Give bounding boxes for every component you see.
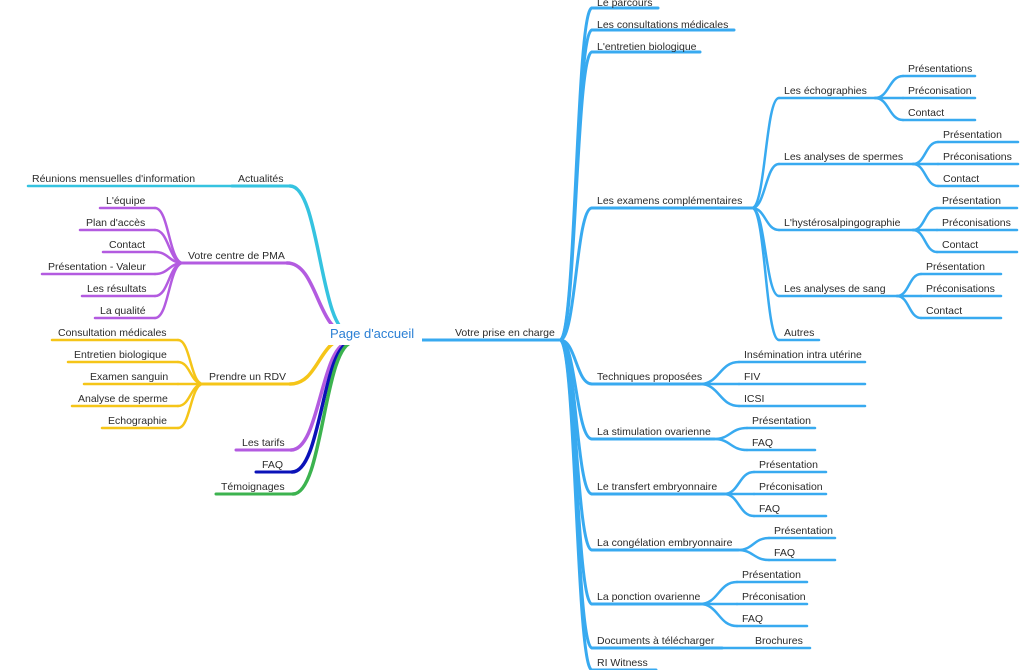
node-resultats[interactable]: Les résultats	[87, 283, 147, 295]
connector-faq	[290, 340, 354, 474]
node-reunions-mensuelles[interactable]: Réunions mensuelles d'information	[32, 173, 196, 185]
node-transfert-preconisation[interactable]: Préconisation	[759, 481, 823, 493]
node-hsg-presentation[interactable]: Présentation	[942, 195, 1001, 207]
node-echo-contact[interactable]: Contact	[908, 107, 945, 119]
connector-ponction-0	[698, 580, 739, 606]
node-entretien-biologique[interactable]: Entretien biologique	[74, 349, 167, 361]
node-spermes-preconisations[interactable]: Préconisations	[943, 151, 1012, 163]
node-consultations-medicales[interactable]: Les consultations médicales	[597, 19, 729, 31]
node-stim-presentation[interactable]: Présentation	[752, 415, 811, 427]
connector-examens	[558, 206, 594, 342]
node-faq[interactable]: FAQ	[262, 459, 284, 471]
connector-entretien	[558, 50, 594, 342]
node-le-parcours[interactable]: Le parcours	[597, 0, 653, 9]
node-icsi[interactable]: ICSI	[744, 393, 765, 405]
connector-centre-child-0	[153, 206, 185, 265]
node-transfert-presentation[interactable]: Présentation	[759, 459, 818, 471]
node-stim-faq[interactable]: FAQ	[752, 437, 774, 449]
connector-transfert-2	[722, 492, 756, 518]
connector-centre-child-2	[153, 250, 185, 265]
node-examen-sanguin[interactable]: Examen sanguin	[90, 371, 169, 383]
connector-stimulation-1	[712, 437, 749, 452]
node-echographie[interactable]: Echographie	[108, 415, 167, 427]
node-entretien-biologique-r[interactable]: L'entretien biologique	[597, 41, 697, 53]
node-ponction-presentation[interactable]: Présentation	[742, 569, 801, 581]
node-sang-contact[interactable]: Contact	[926, 305, 963, 317]
connector-congelation-0	[736, 536, 771, 552]
connector-autres	[750, 206, 781, 342]
node-congelation-presentation[interactable]: Présentation	[774, 525, 833, 537]
node-echo-preconisation[interactable]: Préconisation	[908, 85, 972, 97]
node-spermes-contact[interactable]: Contact	[943, 173, 980, 185]
connector-spermes	[750, 162, 781, 210]
connector-sang-2	[895, 294, 923, 320]
connector-temoignages	[291, 340, 356, 496]
connector-actualites	[288, 184, 352, 335]
node-ponction-preconisation[interactable]: Préconisation	[742, 591, 806, 603]
node-analyses-spermes[interactable]: Les analyses de spermes	[784, 151, 904, 163]
node-echographies[interactable]: Les échographies	[784, 85, 867, 97]
node-ponction-faq[interactable]: FAQ	[742, 613, 764, 625]
node-examens-complementaires[interactable]: Les examens complémentaires	[597, 195, 743, 207]
node-votre-prise-en-charge[interactable]: Votre prise en charge	[455, 327, 555, 339]
connector-stimulation-0	[712, 426, 749, 441]
node-transfert-faq[interactable]: FAQ	[759, 503, 781, 515]
node-hsg-preconisations[interactable]: Préconisations	[942, 217, 1011, 229]
node-votre-centre[interactable]: Votre centre de PMA	[188, 250, 285, 262]
node-centre-contact[interactable]: Contact	[109, 239, 146, 251]
node-autres[interactable]: Autres	[784, 327, 815, 339]
node-actualites[interactable]: Actualités	[238, 173, 284, 185]
node-transfert-embryonnaire[interactable]: Le transfert embryonnaire	[597, 481, 718, 493]
node-analyses-sang[interactable]: Les analyses de sang	[784, 283, 886, 295]
connector-rdv-child-4	[176, 382, 205, 430]
node-sang-presentation[interactable]: Présentation	[926, 261, 985, 273]
node-hsg-contact[interactable]: Contact	[942, 239, 979, 251]
connector-centre-child-5	[153, 261, 185, 320]
node-analyse-sperme[interactable]: Analyse de sperme	[78, 393, 168, 405]
node-congelation-embryonnaire[interactable]: La congélation embryonnaire	[597, 537, 733, 549]
node-ri-witness[interactable]: RI Witness	[597, 657, 648, 669]
node-fiv[interactable]: FIV	[744, 371, 761, 383]
connector-witness	[558, 338, 594, 670]
connector-spermes-2	[911, 162, 940, 188]
node-documents-telecharger[interactable]: Documents à télécharger	[597, 635, 715, 647]
node-tarifs[interactable]: Les tarifs	[242, 437, 285, 449]
connector-transfert-0	[722, 470, 756, 496]
node-presentation-valeur[interactable]: Présentation - Valeur	[48, 261, 146, 273]
connector-congelation-1	[736, 548, 771, 562]
node-spermes-presentation[interactable]: Présentation	[943, 129, 1002, 141]
connector-echographies	[750, 96, 781, 210]
node-congelation-faq[interactable]: FAQ	[774, 547, 796, 559]
connector-echo-2	[873, 96, 905, 122]
node-qualite[interactable]: La qualité	[100, 305, 146, 317]
node-sang-preconisations[interactable]: Préconisations	[926, 283, 995, 295]
connector-sang-0	[895, 272, 923, 298]
connector-spermes-0	[911, 140, 940, 166]
node-brochures[interactable]: Brochures	[755, 635, 803, 647]
node-insemination[interactable]: Insémination intra utérine	[744, 349, 862, 361]
node-ponction-ovarienne[interactable]: La ponction ovarienne	[597, 591, 701, 603]
connector-techniques-2	[698, 382, 741, 408]
connector-hsg-2	[911, 228, 939, 254]
root-node-page-accueil[interactable]: Page d'accueil	[322, 324, 423, 345]
connector-techniques-0	[698, 360, 741, 386]
connector-lines	[26, 6, 1020, 670]
node-equipe[interactable]: L'équipe	[106, 195, 146, 207]
node-prendre-rdv[interactable]: Prendre un RDV	[209, 371, 287, 383]
node-hysterosalpingographie[interactable]: L'hystérosalpingographie	[784, 217, 901, 229]
node-temoignages[interactable]: Témoignages	[221, 481, 285, 493]
node-plan-acces[interactable]: Plan d'accès	[86, 217, 146, 229]
connector-ponction-2	[698, 602, 739, 628]
node-echo-presentations[interactable]: Présentations	[908, 63, 973, 75]
node-consultation-medicales[interactable]: Consultation médicales	[58, 327, 167, 339]
connector-hsg-0	[911, 206, 939, 232]
node-stimulation-ovarienne[interactable]: La stimulation ovarienne	[597, 426, 711, 438]
node-techniques-proposees[interactable]: Techniques proposées	[597, 371, 703, 383]
connector-echo-0	[873, 74, 905, 100]
